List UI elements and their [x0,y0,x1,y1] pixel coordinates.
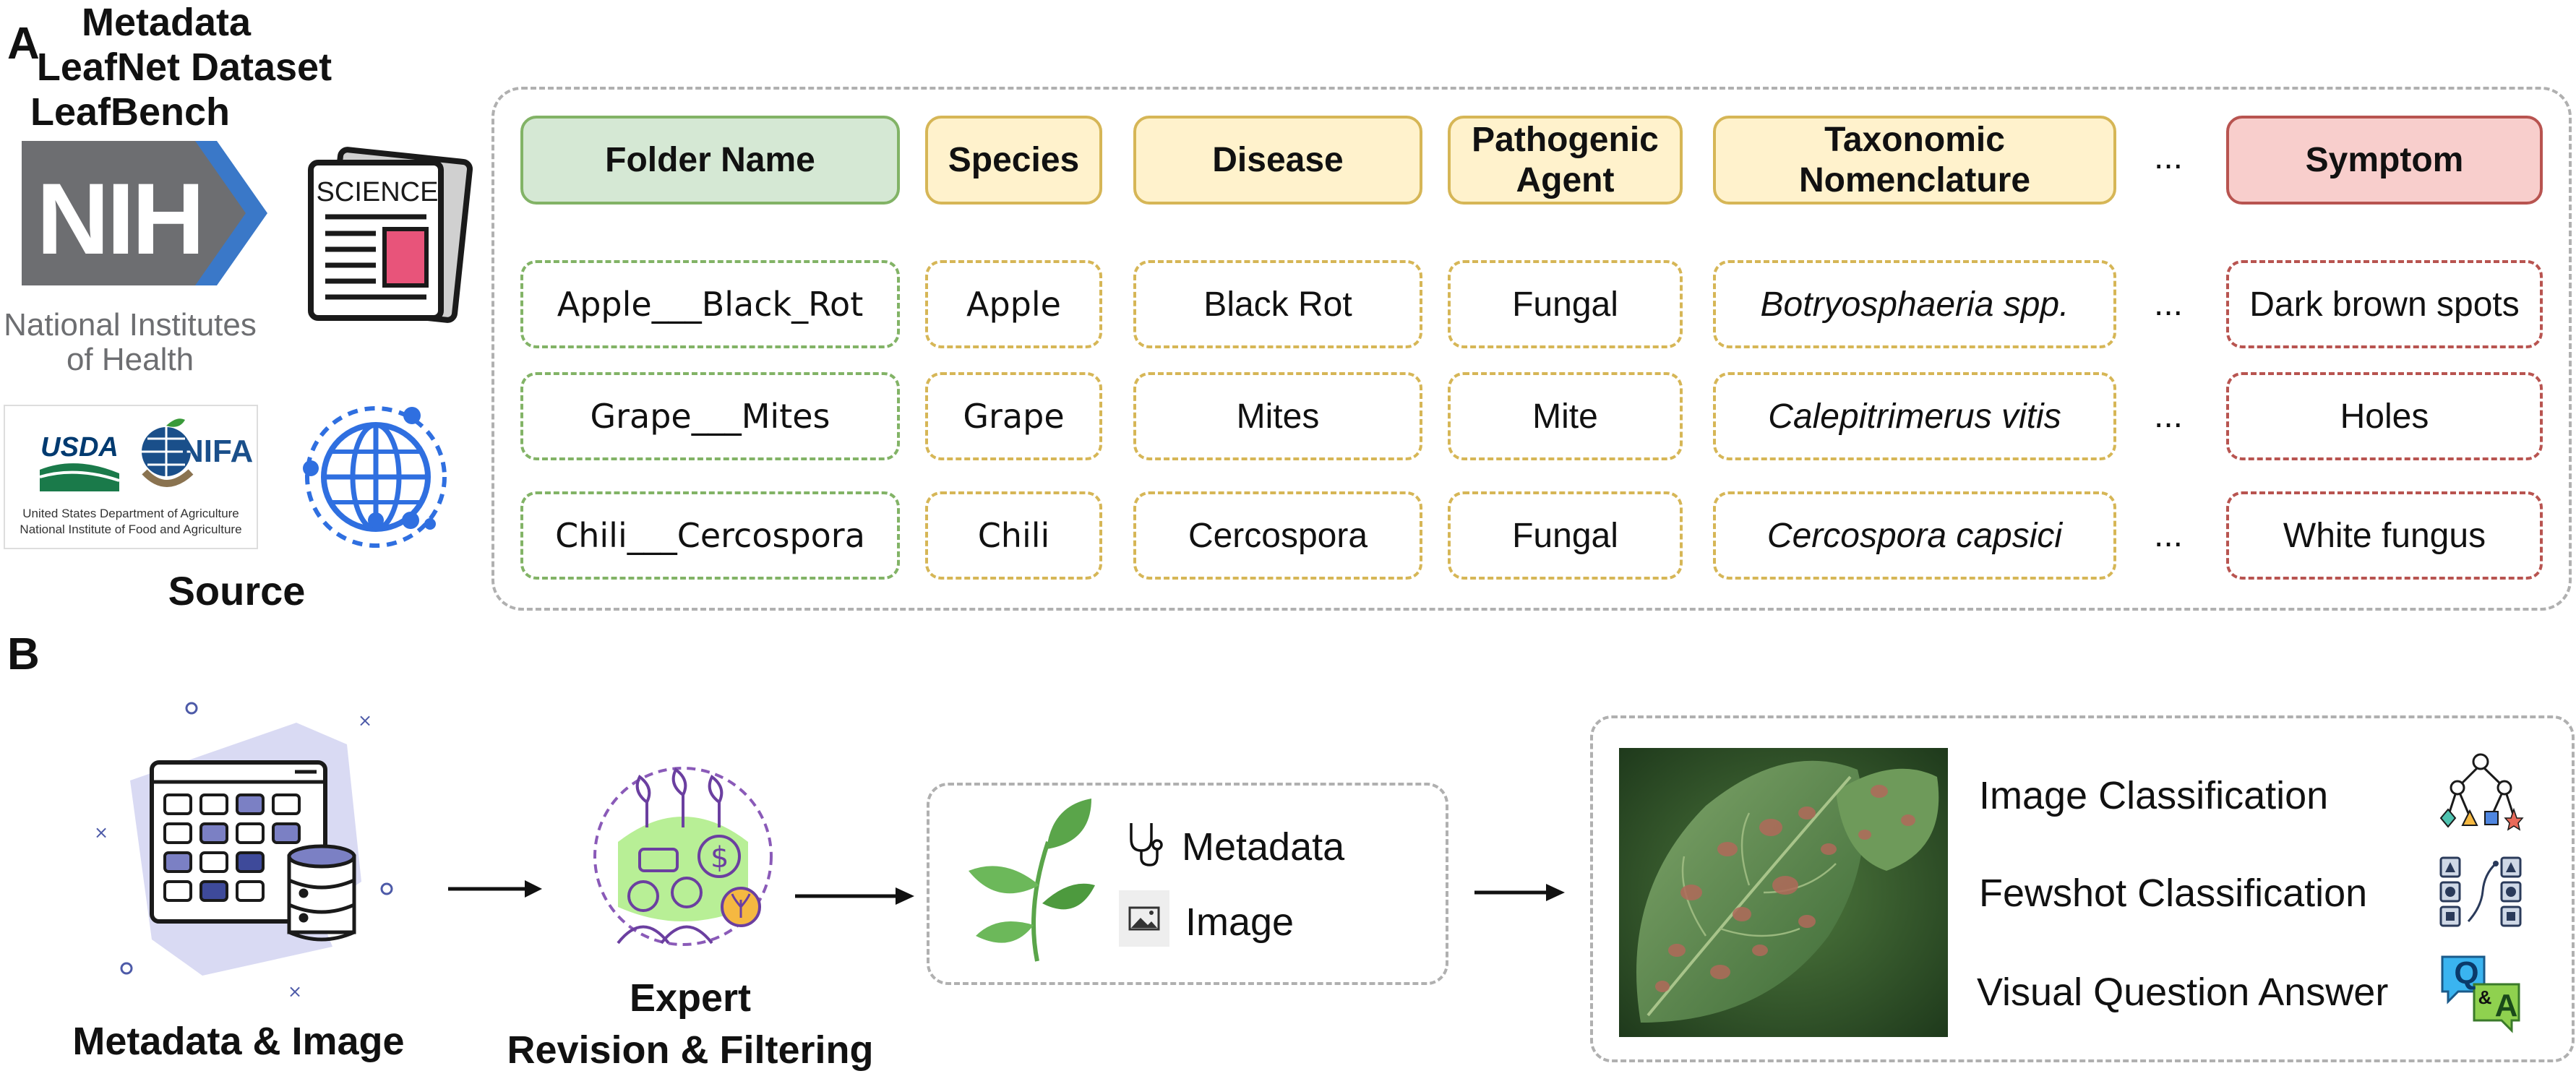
cell-folder-row2: Grape___Mites [520,372,900,460]
image-icon [1119,890,1169,947]
cell-folder-row3: Chili___Cercospora [520,491,900,580]
cell-folder-row1: Apple___Black_Rot [520,260,900,348]
header-taxonomic-nomenclature: Taxonomic Nomenclature [1713,116,2116,205]
cell-species-row2: Grape [925,372,1102,460]
arrow-icon-2 [795,887,914,905]
leafnet-dataset-title: LeafNet Dataset [0,45,369,90]
header-pathogenic-agent-line1: Pathogenic [1472,120,1659,159]
cell-symptom-row1: Dark brown spots [2226,260,2543,348]
globe-network-icon [303,406,447,548]
cell-taxonomy-row2: Calepitrimerus vitis [1713,372,2116,460]
metadata-frame [491,87,2572,611]
cell-agent-row3: Fungal [1448,491,1683,580]
cell-disease-row1: Black Rot [1133,260,1422,348]
step-expert-line2: Revision & Filtering [507,1028,874,1072]
usda-abbr: USDA [40,432,119,463]
svg-text:$: $ [710,841,729,874]
usda-caption: United States Department of Agriculture … [7,506,254,538]
leafnet-dataset-frame [927,783,1448,985]
task-image-classification: Image Classification [1979,774,2329,817]
ellipsis-row2: ... [2153,397,2183,435]
nih-name-line2: of Health [66,342,194,377]
cell-agent-row2: Mite [1448,372,1683,460]
usda-caption-line2: National Institute of Food and Agricultu… [20,522,242,536]
svg-text:×: × [288,981,302,1002]
task-fewshot-classification: Fewshot Classification [1979,872,2368,915]
cell-symptom-row2: Holes [2226,372,2543,460]
qa-ampersand: & [2478,986,2492,1008]
header-taxonomic-line1: Taxonomic [1824,120,2005,159]
header-taxonomic-line2: Nomenclature [1798,160,2031,199]
cell-agent-row1: Fungal [1448,260,1683,348]
qa-a-letter: A [2494,988,2518,1023]
panel-label-b: B [7,629,40,679]
leafbench-title: LeafBench [0,90,260,134]
cell-species-row3: Chili [925,491,1102,580]
nifa-globe-icon [142,418,194,487]
arrow-icon-3 [1474,884,1565,901]
ellipsis-row3: ... [2153,516,2183,554]
svg-text:×: × [94,822,108,843]
stethoscope-icon [1130,823,1163,866]
usda-mark-icon [39,463,120,491]
newspaper-icon [308,147,473,323]
source-title: Source [168,568,306,614]
svg-text:×: × [358,710,372,731]
header-symptom: Symptom [2226,116,2543,205]
header-folder-name: Folder Name [520,116,900,205]
step-expert-revision: Expert Revision & Filtering [491,972,889,1076]
header-disease: Disease [1133,116,1422,205]
header-pathogenic-agent-line2: Agent [1516,160,1615,199]
leafbench-frame [1590,715,2575,1062]
metadata-title: Metadata [0,0,332,45]
ellipsis-row1: ... [2153,285,2183,323]
step-expert-line1: Expert [629,976,752,1020]
step-metadata-image: Metadata & Image [72,1020,405,1063]
header-ellipsis: ... [2153,138,2183,176]
science-label: SCIENCE [316,177,439,207]
dataset-item-metadata: Metadata [1182,825,1345,869]
nih-logo-icon [22,141,267,285]
cell-symptom-row3: White fungus [2226,491,2543,580]
task-visual-question-answer: Visual Question Answer [1977,971,2389,1014]
qa-q-letter: Q [2454,955,2479,991]
diseased-leaf-photo [1619,748,1948,1037]
fewshot-cards-icon [2439,856,2522,927]
cell-taxonomy-row1: Botryosphaeria spp. [1713,260,2116,348]
nifa-abbr: NIFA [181,434,254,469]
header-species: Species [925,116,1102,205]
usda-caption-line1: United States Department of Agriculture [22,507,239,520]
hierarchy-tree-icon [2439,753,2524,831]
nih-name: National Institutes of Health [0,308,260,377]
dataset-item-image: Image [1185,900,1295,944]
cell-taxonomy-row3: Cercospora capsici [1713,491,2116,580]
qa-chat-icon [2441,955,2520,1033]
panel-label-a: A [7,19,40,69]
table-database-icon: × × × [94,702,393,1002]
nih-abbr: NIH [36,162,205,275]
nih-name-line1: National Institutes [4,307,257,343]
cell-disease-row3: Cercospora [1133,491,1422,580]
expert-review-icon: $ [593,767,773,946]
cell-species-row1: Apple [925,260,1102,348]
header-pathogenic-agent: Pathogenic Agent [1448,116,1683,205]
leaf-icon [969,799,1095,962]
arrow-icon-1 [448,880,542,898]
cell-disease-row2: Mites [1133,372,1422,460]
